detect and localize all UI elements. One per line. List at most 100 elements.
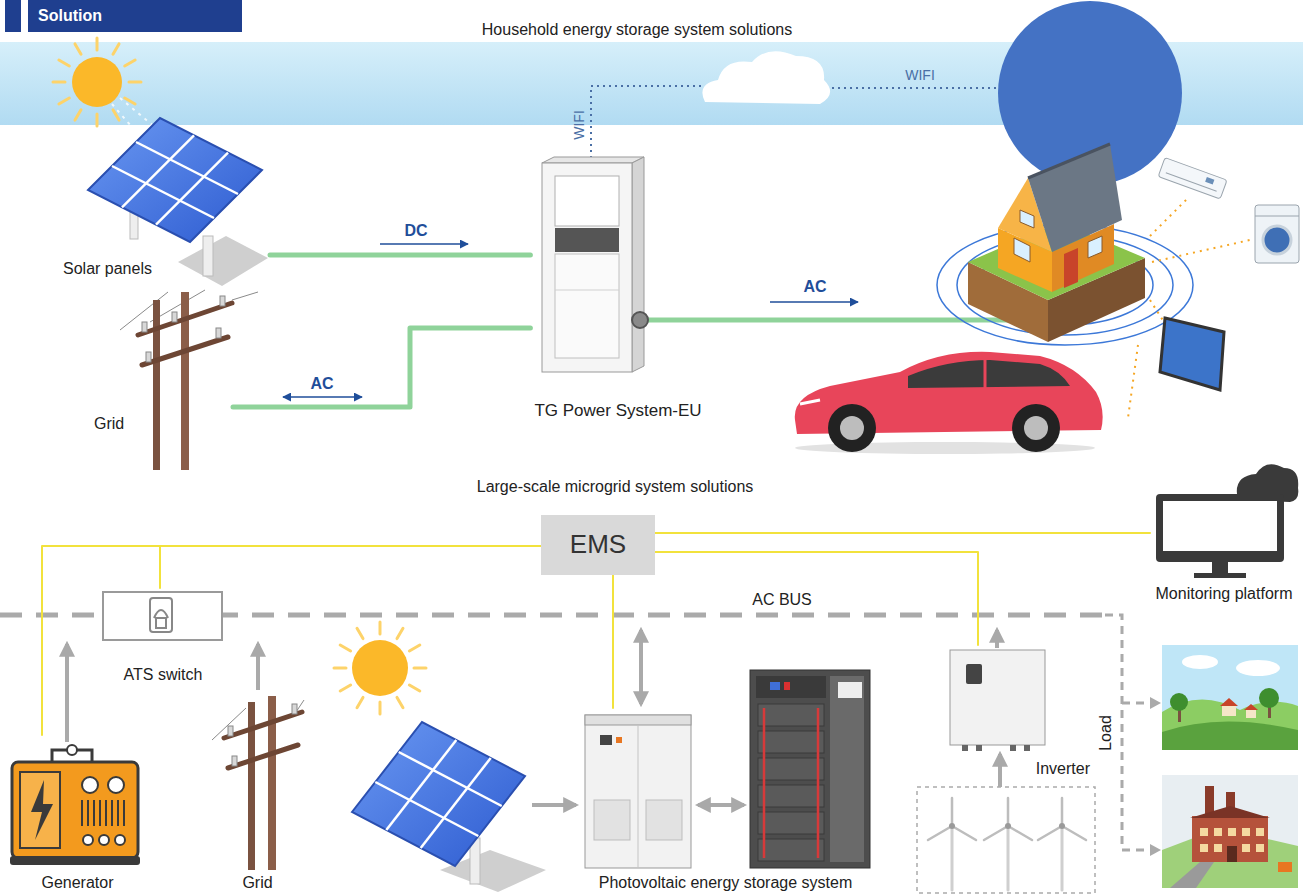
village-scene	[1182, 655, 1218, 669]
direction-arrow	[283, 396, 362, 398]
grid-pole	[146, 352, 151, 362]
generator: Generator	[5, 735, 150, 895]
grid-pole	[224, 712, 302, 738]
solar-panel	[399, 752, 502, 806]
monitor-icon	[1163, 501, 1277, 551]
sun-icon	[409, 685, 419, 691]
cloud	[702, 51, 830, 104]
sun-icon	[125, 60, 135, 66]
monitor-icon	[1156, 494, 1284, 562]
grid-pole	[142, 296, 225, 362]
sun-icon	[129, 81, 141, 84]
battery-rack	[758, 839, 824, 861]
sun-icon	[334, 667, 346, 670]
sun-icon	[409, 645, 419, 651]
village-scene	[1244, 704, 1258, 710]
wind-turbines	[1008, 826, 1032, 840]
inverter-box	[950, 650, 1045, 751]
load-label: Load	[1096, 715, 1115, 751]
factory-scene	[1228, 828, 1236, 836]
factory-scene	[1162, 775, 1298, 888]
grid-pole	[292, 704, 297, 714]
inverter-box	[962, 745, 968, 751]
generator-illustration	[99, 835, 109, 845]
ats-switch-box	[154, 610, 168, 618]
flow-arrow	[998, 754, 1002, 787]
house-illustration	[1064, 248, 1078, 288]
wind-turbines	[1005, 823, 1011, 829]
sun-icon	[357, 628, 363, 638]
generator-illustration	[12, 762, 138, 858]
factory-scene	[1278, 862, 1292, 872]
direction-arrow	[380, 243, 468, 245]
section-heading: Large-scale microgrid system solutions	[477, 477, 754, 496]
generator-illustration	[10, 856, 140, 865]
header-bar	[5, 0, 242, 32]
air-conditioner	[1158, 158, 1227, 199]
control-line	[160, 546, 541, 588]
electric-car	[908, 360, 1070, 388]
solar-panel	[375, 782, 478, 836]
wind-turbines	[952, 826, 1062, 890]
solar-panel	[352, 722, 546, 892]
wind-turbines	[952, 826, 976, 840]
wind-turbines	[928, 826, 952, 840]
power-system-cabinet	[542, 157, 648, 372]
television	[1160, 318, 1224, 390]
generator-illustration	[82, 800, 124, 826]
appliance-leader	[1128, 345, 1138, 418]
battery-rack	[758, 704, 824, 861]
electric-car	[828, 404, 876, 452]
sun-icon	[96, 38, 99, 50]
factory-scene	[1256, 828, 1264, 836]
sun-icon	[379, 622, 382, 634]
pv-storage-system: Photovoltaic energy storage system	[578, 708, 873, 895]
node-label: Monitoring platform	[1156, 584, 1293, 603]
dc-power-line	[270, 253, 530, 258]
power-system-cabinet	[632, 312, 648, 328]
air-conditioner	[1166, 173, 1217, 191]
flow-arrow	[256, 644, 260, 690]
node-label: EMS	[570, 529, 626, 560]
solar-panel	[375, 740, 501, 848]
grid-pole	[216, 328, 221, 338]
solar-panel-array: Solar panels	[55, 130, 270, 282]
factory-scene	[1242, 844, 1250, 852]
appliance-leader	[1150, 198, 1188, 236]
pcs-cabinet	[585, 715, 691, 725]
power-system-cabinet	[555, 254, 619, 358]
inverter-box	[950, 650, 1045, 745]
pcs-cabinet	[594, 800, 682, 840]
sun-icon	[357, 697, 363, 707]
factory-scene	[1256, 844, 1264, 852]
battery-rack	[758, 731, 824, 753]
inverter-box	[1010, 745, 1016, 751]
pcs-cabinet	[638, 725, 639, 868]
generator-illustration	[31, 780, 53, 840]
grid-pole	[120, 290, 258, 470]
node-label: ATS switch	[124, 665, 203, 684]
washing-machine	[1263, 226, 1291, 254]
house-illustration	[1088, 236, 1102, 258]
node-label: Generator	[41, 873, 113, 892]
factory-scene	[1227, 846, 1237, 862]
appliance-leader	[1150, 300, 1164, 322]
factory-scene	[1214, 828, 1222, 836]
ac-wire	[648, 320, 1008, 321]
wind-turbines	[1007, 798, 1010, 826]
house-illustration	[937, 144, 1193, 345]
node-label: Photovoltaic energy storage system	[599, 873, 852, 892]
power-system-cabinet	[542, 163, 632, 372]
solar-panel	[178, 236, 268, 286]
generator-illustration	[115, 835, 125, 845]
generator-illustration	[83, 835, 93, 845]
factory-scene	[1200, 828, 1208, 836]
battery-rack	[770, 682, 780, 690]
wind-turbines	[951, 798, 954, 826]
flow-arrow	[639, 630, 643, 704]
village-scene	[1170, 693, 1188, 711]
generator-illustration	[108, 777, 124, 793]
grid-pole	[232, 756, 237, 766]
village-scene	[1162, 645, 1298, 750]
